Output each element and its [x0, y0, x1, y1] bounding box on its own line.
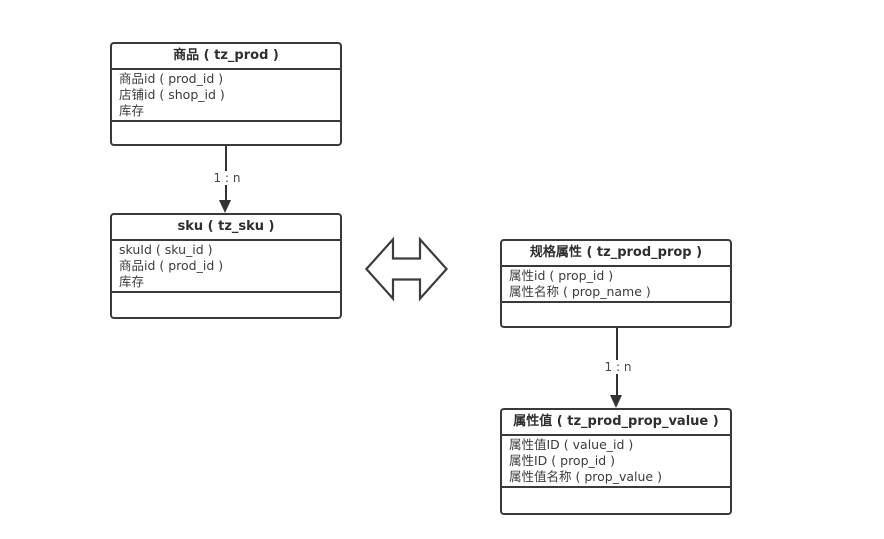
double-arrow-icon — [364, 236, 449, 302]
entity-field: 店铺id ( shop_id ) — [119, 87, 225, 102]
arrowhead-down-icon — [610, 395, 622, 408]
entity-empty-section — [502, 303, 730, 326]
entity-sku-title: sku ( tz_sku ) — [112, 215, 340, 241]
entity-field: 属性ID ( prop_id ) — [509, 453, 616, 468]
entity-prod-title: 商品 ( tz_prod ) — [112, 44, 340, 70]
entity-field: 属性值名称 ( prop_value ) — [509, 469, 662, 484]
cardinality-label: 1 : n — [210, 171, 244, 185]
entity-prod-prop-fields: 属性id ( prop_id ) 属性名称 ( prop_name ) — [502, 267, 730, 303]
entity-field: 属性id ( prop_id ) — [509, 268, 614, 283]
entity-prod: 商品 ( tz_prod ) 商品id ( prod_id ) 店铺id ( s… — [110, 42, 342, 146]
entity-prod-prop-value: 属性值 ( tz_prod_prop_value ) 属性值ID ( value… — [500, 408, 732, 515]
entity-field: 商品id ( prod_id ) — [119, 258, 224, 273]
entity-field: 商品id ( prod_id ) — [119, 71, 224, 86]
cardinality-label: 1 : n — [601, 360, 635, 374]
entity-empty-section — [502, 488, 730, 513]
entity-prod-prop-value-fields: 属性值ID ( value_id ) 属性ID ( prop_id ) 属性值名… — [502, 436, 730, 488]
entity-prod-prop-title: 规格属性 ( tz_prod_prop ) — [502, 241, 730, 267]
entity-field: 库存 — [119, 274, 145, 289]
entity-sku: sku ( tz_sku ) skuId ( sku_id ) 商品id ( p… — [110, 213, 342, 319]
entity-field: 属性值ID ( value_id ) — [509, 437, 634, 452]
entity-prod-prop: 规格属性 ( tz_prod_prop ) 属性id ( prop_id ) 属… — [500, 239, 732, 328]
entity-prod-fields: 商品id ( prod_id ) 店铺id ( shop_id ) 库存 — [112, 70, 340, 122]
entity-empty-section — [112, 293, 340, 317]
entity-prod-prop-value-title: 属性值 ( tz_prod_prop_value ) — [502, 410, 730, 436]
entity-field: 属性名称 ( prop_name ) — [509, 284, 651, 299]
entity-field: 库存 — [119, 103, 145, 118]
arrowhead-down-icon — [219, 200, 231, 213]
entity-sku-fields: skuId ( sku_id ) 商品id ( prod_id ) 库存 — [112, 241, 340, 293]
entity-empty-section — [112, 122, 340, 144]
entity-field: skuId ( sku_id ) — [119, 242, 213, 257]
